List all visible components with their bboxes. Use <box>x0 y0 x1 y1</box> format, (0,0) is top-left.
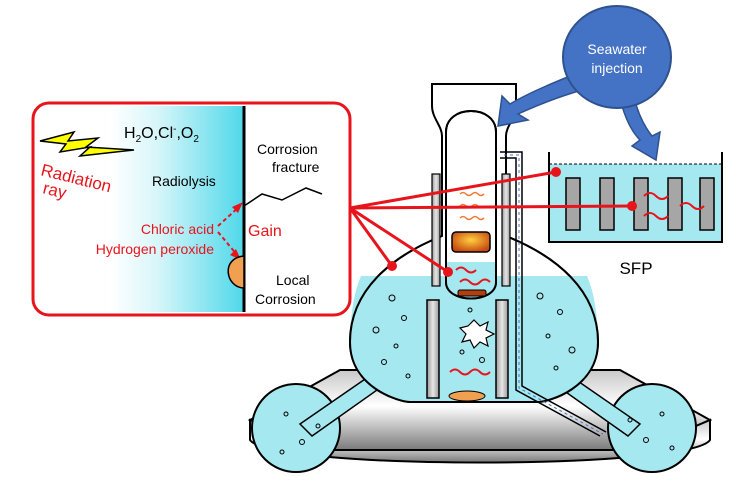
bubble <box>557 309 563 315</box>
heat-wave-icon <box>459 191 485 197</box>
radiation-wave-icon <box>455 266 477 274</box>
injection-pipe-flow <box>504 154 604 435</box>
sfp-label: SFP <box>619 259 652 278</box>
bubble <box>315 423 321 429</box>
connector-line <box>348 207 394 267</box>
injection-pipe-inner <box>500 157 601 437</box>
chloric-acid-label: Chloric acid <box>141 221 214 237</box>
gain-arrow-down <box>217 231 239 257</box>
fuel-assembly <box>699 177 715 231</box>
bubble <box>643 437 649 443</box>
heat-wave-icon <box>459 215 485 221</box>
injection-arrow-to-rpv <box>497 68 591 127</box>
corrosion-fracture-label-line1: Corrosion <box>257 141 318 157</box>
fuel-debris-rpv <box>457 289 487 297</box>
connector-dot <box>443 267 453 277</box>
connector-lines <box>348 167 637 277</box>
bubble <box>393 343 399 349</box>
bubble <box>536 292 544 300</box>
support-column-right <box>501 173 511 287</box>
bubble <box>568 346 576 354</box>
fuel-assembly <box>565 177 581 231</box>
connector-dot <box>551 167 561 177</box>
sfp-walls <box>548 152 723 243</box>
radiation-wave-icon <box>643 212 669 220</box>
bubble <box>388 294 396 302</box>
local-corrosion-label-line2: Corrosion <box>255 291 316 307</box>
chemical-formula: H2O,Cl-,O2 <box>124 124 199 145</box>
torus-right-section <box>607 383 697 473</box>
seawater-injection: Seawater injection <box>497 5 672 162</box>
fuel-assembly <box>599 177 615 231</box>
radiolysis-label: Radiolysis <box>152 173 216 189</box>
connector-line <box>349 204 633 210</box>
crack-line <box>243 187 323 207</box>
bubble <box>659 411 665 417</box>
bubble <box>283 411 289 417</box>
injection-pipe <box>500 151 607 433</box>
radiation-wave-icon <box>643 192 669 200</box>
explosion-icon <box>458 319 496 350</box>
corrosion-fracture-label-line2: fracture <box>272 159 320 175</box>
radiation-wave-icon <box>679 202 705 210</box>
connector-line <box>349 170 557 210</box>
corrosion-mechanism-inset: H2O,Cl-,O2 Radiation ray Radiolysis Corr… <box>31 101 352 317</box>
torus-left-section <box>251 383 341 473</box>
bubble <box>627 417 633 423</box>
bubble <box>372 326 380 334</box>
fuel-assembly <box>667 177 683 231</box>
bubble <box>545 333 551 339</box>
connector-dot <box>387 261 397 271</box>
bubble <box>467 307 473 313</box>
containment-hull-outline <box>348 235 600 403</box>
gain-label: Gain <box>248 223 282 240</box>
arrowhead-icon <box>232 202 243 213</box>
bubble <box>459 349 465 355</box>
fuel-debris-floor <box>448 390 486 402</box>
bubble <box>669 445 675 451</box>
local-corrosion-label-line1: Local <box>276 272 309 288</box>
seawater-bubble <box>562 5 672 109</box>
pedestal-wall-right <box>495 299 509 399</box>
spent-fuel-pool: SFP <box>548 152 723 278</box>
seawater-label-line2: injection <box>591 60 642 76</box>
radiation-wave-icon <box>459 278 491 286</box>
hydrogen-peroxide-label: Hydrogen peroxide <box>96 241 215 257</box>
bubble <box>279 449 285 455</box>
local-corrosion-pit <box>227 255 245 289</box>
bubble <box>405 373 411 379</box>
bubble <box>381 359 387 365</box>
bubble <box>299 439 305 445</box>
bubble <box>479 357 485 363</box>
seawater-label-line1: Seawater <box>587 41 646 57</box>
pedestal-wall-left <box>426 299 440 399</box>
support-column-left <box>431 173 441 287</box>
bubble <box>553 365 559 371</box>
connector-line <box>349 206 449 274</box>
rpv-water <box>446 262 496 299</box>
bubble <box>401 315 407 321</box>
containment-vessel <box>279 83 675 455</box>
damaged-fuel-core <box>451 231 491 253</box>
lightning-icon <box>39 130 135 158</box>
inset-water-gradient <box>110 106 244 312</box>
connector-dot <box>627 201 637 211</box>
radiation-wave-icon <box>449 368 491 376</box>
